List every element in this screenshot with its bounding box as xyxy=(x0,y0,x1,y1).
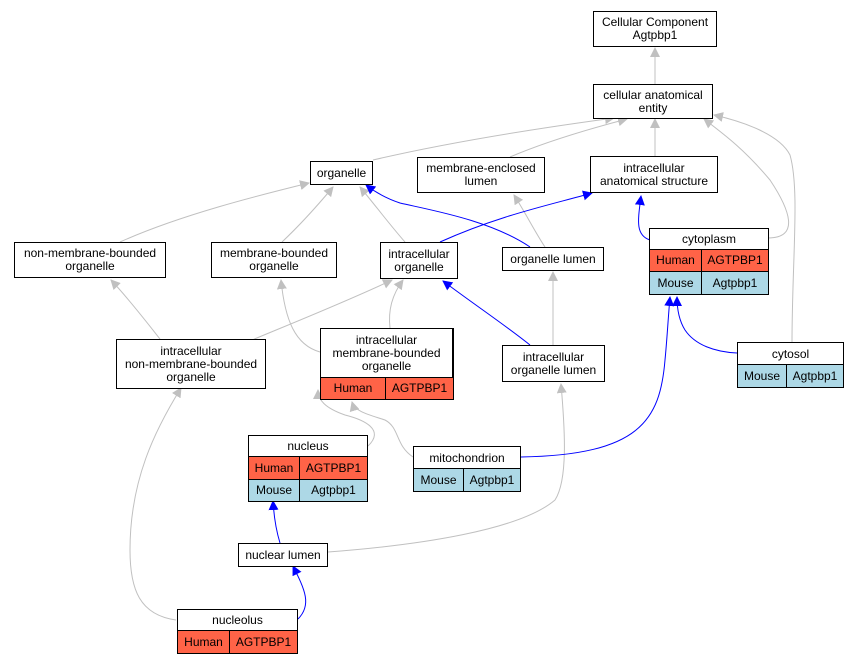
edge-nucleolus-nuclum xyxy=(292,565,307,620)
edge-nuclum-iol xyxy=(327,383,567,553)
record-title: nucleus xyxy=(248,435,368,458)
node-non-membrane-bounded-organelle[interactable]: non-membrane-bounded organelle xyxy=(14,242,166,278)
edge-cytosol-cae xyxy=(713,112,796,344)
edge-organelle-cae xyxy=(372,114,615,161)
node-intracellular-anatomical-structure[interactable]: intracellular anatomical structure xyxy=(590,156,718,193)
record-mitochondrion-genes: Mouse Agtpbp1 xyxy=(413,468,521,492)
node-membrane-enclosed-lumen[interactable]: membrane-enclosed lumen xyxy=(417,157,545,193)
edge-cytoplasm-cae xyxy=(703,118,789,239)
edge-mel-cae xyxy=(509,116,628,158)
gene-mouse: Agtpbp1 xyxy=(701,271,769,295)
edge-inmbo-nmbo xyxy=(110,279,161,340)
record-imbo-genes: Human AGTPBP1 xyxy=(320,377,454,400)
edge-inmbo-io xyxy=(251,279,393,341)
gene-human: AGTPBP1 xyxy=(701,249,769,272)
node-intracellular-organelle[interactable]: intracellular organelle xyxy=(380,242,458,279)
node-cytoplasm[interactable]: cytoplasm xyxy=(649,228,769,251)
species-human: Human xyxy=(649,249,702,272)
edge-mito-imbo xyxy=(349,401,414,458)
record-title: nucleolus xyxy=(177,609,298,632)
node-nucleolus[interactable]: nucleolus xyxy=(177,609,298,632)
node-cellular-anatomical-entity[interactable]: cellular anatomical entity xyxy=(593,84,713,119)
edge-nucleolus-inmbo xyxy=(129,387,182,621)
node-mitochondrion[interactable]: mitochondrion xyxy=(413,446,521,470)
node-cytosol[interactable]: cytosol xyxy=(737,342,844,366)
edge-ol-organelle xyxy=(365,184,531,248)
edge-cytoplasm-ias xyxy=(634,195,651,241)
edge-nuclum-nucleus xyxy=(268,500,281,544)
record-cytoplasm-genes: Human AGTPBP1 Mouse Agtpbp1 xyxy=(649,249,769,295)
species-human: Human xyxy=(248,456,300,480)
record-nucleus-genes: Human AGTPBP1 Mouse Agtpbp1 xyxy=(248,456,368,502)
species-human: Human xyxy=(320,377,386,400)
record-title: mitochondrion xyxy=(413,446,521,470)
node-nuclear-lumen[interactable]: nuclear lumen xyxy=(238,543,328,567)
gene-human: AGTPBP1 xyxy=(229,630,298,654)
species-mouse: Mouse xyxy=(737,364,787,388)
edge-imbo-io xyxy=(389,279,404,329)
edge-io-ias xyxy=(439,190,593,243)
node-organelle[interactable]: organelle xyxy=(310,161,373,185)
species-human: Human xyxy=(177,630,230,654)
gene-mouse: Agtpbp1 xyxy=(786,364,844,388)
node-membrane-bounded-organelle[interactable]: membrane-bounded organelle xyxy=(211,242,337,278)
node-organelle-lumen[interactable]: organelle lumen xyxy=(502,247,604,271)
edge-mito-cytoplasm xyxy=(520,296,675,458)
node-intracellular-non-membrane-bounded-organelle[interactable]: intracellular non-membrane-bounded organ… xyxy=(116,339,266,389)
gene-human: AGTPBP1 xyxy=(385,377,454,400)
gene-human: AGTPBP1 xyxy=(299,456,368,480)
record-title: cytosol xyxy=(737,342,844,366)
edge-imbo-mbo xyxy=(276,279,321,353)
edge-ol-mel xyxy=(513,194,546,248)
edge-mbo-organelle xyxy=(281,186,334,243)
edge-cytosol-cytoplasm xyxy=(672,296,738,354)
node-cellular-component[interactable]: Cellular Component Agtpbp1 xyxy=(593,11,717,47)
edge-io-organelle xyxy=(359,186,406,243)
edge-nmbo-organelle xyxy=(119,180,310,243)
record-nucleolus-genes: Human AGTPBP1 xyxy=(177,630,298,654)
gene-mouse: Agtpbp1 xyxy=(463,468,521,492)
node-nucleus[interactable]: nucleus xyxy=(248,435,368,458)
species-mouse: Mouse xyxy=(248,479,300,502)
record-title: intracellular membrane-bounded organelle xyxy=(320,328,453,379)
node-intracellular-membrane-bounded-organelle[interactable]: intracellular membrane-bounded organelle xyxy=(320,328,454,379)
node-intracellular-organelle-lumen[interactable]: intracellular organelle lumen xyxy=(502,345,605,382)
record-cytosol-genes: Mouse Agtpbp1 xyxy=(737,364,844,388)
edge-iol-io xyxy=(442,280,531,346)
species-mouse: Mouse xyxy=(413,468,464,492)
gene-mouse: Agtpbp1 xyxy=(299,479,368,502)
species-mouse: Mouse xyxy=(649,271,702,295)
record-title: cytoplasm xyxy=(649,228,769,251)
